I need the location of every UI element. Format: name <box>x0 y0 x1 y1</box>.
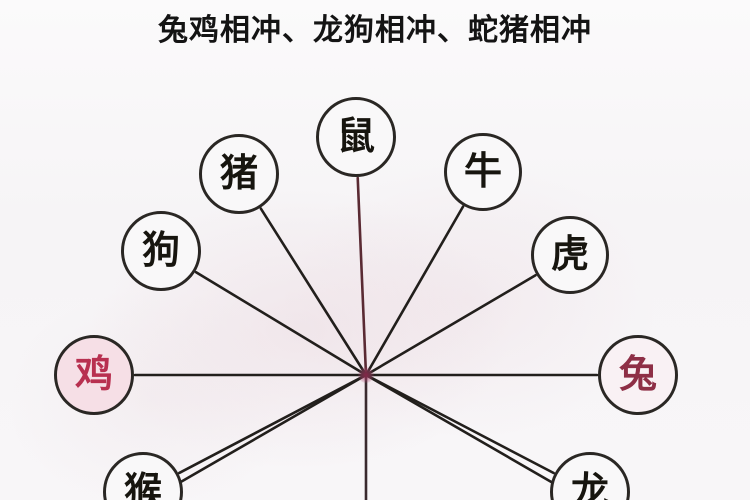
zodiac-node-tiger[interactable]: 虎 <box>531 216 609 294</box>
zodiac-node-label-rabbit: 兔 <box>618 352 657 396</box>
zodiac-node-ox[interactable]: 牛 <box>444 133 522 211</box>
zodiac-node-label-rooster: 鸡 <box>74 352 113 396</box>
spoke-line-ox <box>364 205 465 377</box>
zodiac-node-rabbit[interactable]: 兔 <box>598 335 678 415</box>
spoke-line-pig <box>259 207 368 377</box>
spoke-line-tiger <box>364 273 537 377</box>
zodiac-node-label-dragon: 龙 <box>570 469 609 500</box>
zodiac-node-rat[interactable]: 鼠 <box>316 97 396 177</box>
spoke-line-group <box>133 176 599 500</box>
spoke-line-dragon <box>364 373 555 475</box>
zodiac-node-dog[interactable]: 狗 <box>121 211 201 291</box>
spoke-line-dog <box>194 270 368 377</box>
spoke-line-snake <box>364 373 586 500</box>
spoke-line-rat <box>356 176 368 377</box>
spoke-line-goat <box>146 373 368 500</box>
zodiac-node-label-dog: 狗 <box>141 228 180 272</box>
page-title: 兔鸡相冲、龙狗相冲、蛇猪相冲 <box>158 13 592 48</box>
zodiac-node-label-rat: 鼠 <box>336 114 375 158</box>
zodiac-node-rooster[interactable]: 鸡 <box>54 335 134 415</box>
zodiac-node-label-monkey: 猴 <box>123 469 162 500</box>
spoke-line-monkey <box>178 373 368 475</box>
zodiac-node-label-ox: 牛 <box>463 149 502 193</box>
zodiac-node-label-pig: 猪 <box>219 151 258 195</box>
zodiac-node-label-tiger: 虎 <box>550 232 589 276</box>
zodiac-node-pig[interactable]: 猪 <box>199 134 279 214</box>
